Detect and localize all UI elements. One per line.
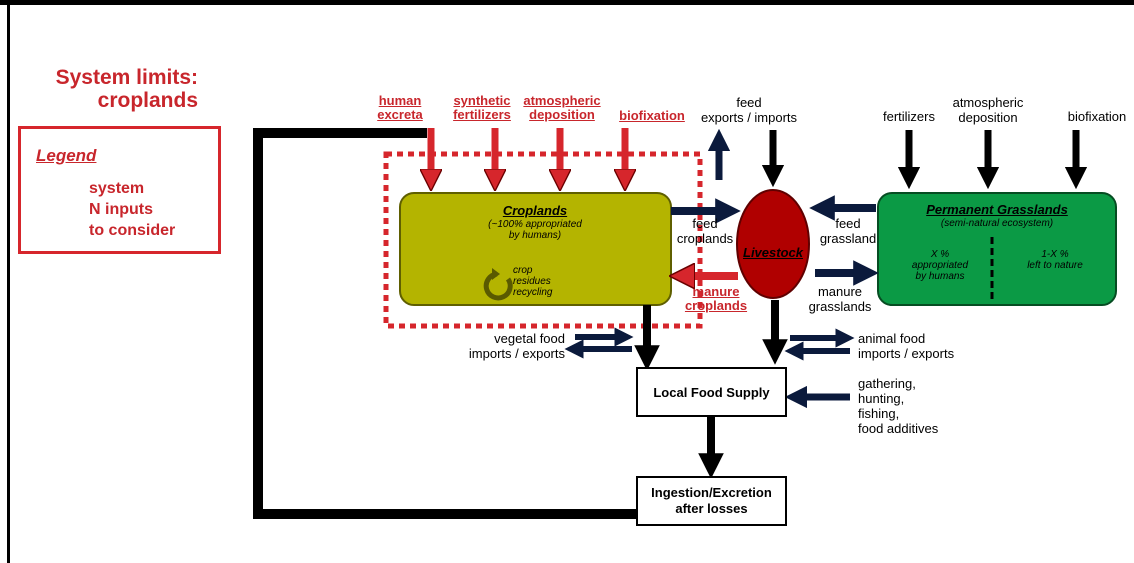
grasslands-subtitle: (semi-natural ecosystem) [940,218,1054,229]
flow-line: gathering, [858,376,916,391]
croplands-sub-line: (~100% appropriated [488,219,582,230]
grassland-input-biofixation: biofixation [1062,109,1132,125]
frame-top-border [0,0,1134,5]
legend-box: Legend system N inputs to consider [18,126,221,254]
feed-trade-line: feed [736,95,762,110]
grassland-input-fertilizers: fertilizers [854,109,964,125]
system-limits-title: System limits: croplands [22,66,198,112]
feed-trade-label: feed exports / imports [694,95,804,126]
recycle-icon [483,268,513,301]
flow-line: feed [835,216,861,231]
flow-line: hunting, [858,390,905,406]
input-label-line: deposition [529,107,595,123]
flow-line: vegetal food [494,331,565,346]
croplands-sub-line: by humans) [508,230,562,241]
flow-line: imports / exports [468,345,565,361]
manure-croplands-label: manure croplands [676,284,756,314]
grassland-input-line: fertilizers [882,109,935,124]
legend-line2: N inputs [89,200,153,218]
croplands-box [399,192,672,306]
grasslands-box [877,192,1117,306]
input-label-line: synthetic [453,93,511,108]
input-label-line: human [378,93,422,108]
vegetal-food-label: vegetal food imports / exports [445,331,565,362]
input-label-line: fertilizers [453,107,511,123]
flow-line: grassland [819,230,877,246]
input-label-line: atmospheric [523,93,601,108]
grasslands-title: Permanent Grasslands [926,202,1068,217]
local-food-supply-label: Local Food Supply [653,384,770,400]
manure-grasslands-label: manure grasslands [800,284,880,315]
crop-residues-label: crop residues recycling [513,265,552,298]
animal-food-label: animal food imports / exports [858,331,955,362]
flow-line: feed [692,216,718,231]
livestock-label: Livestock [743,245,803,260]
ingestion-box: Ingestion/Excretion after losses [636,476,787,526]
flow-line: manure [817,284,863,299]
ingestion-line2: after losses [675,501,748,516]
input-label-line: biofixation [619,108,685,123]
grasslands-left-line: appropriated [911,260,969,271]
feed-trade-line: exports / imports [700,109,798,125]
recycle-line: residues [513,276,551,287]
flow-line: animal food [858,331,926,346]
grasslands-left-line: X % [930,249,950,260]
input-label-biofixation: biofixation [612,108,692,123]
flow-line: imports / exports [858,345,955,361]
grassland-input-deposition: atmospheric deposition [943,95,1033,126]
gathering-label: gathering, hunting, fishing, food additi… [858,376,939,437]
local-food-supply-box: Local Food Supply [636,367,787,417]
flow-line: croplands [684,298,748,314]
input-label-human-excreta: human excreta [370,93,430,123]
livestock-node [736,189,810,299]
grasslands-right-line: 1-X % [1041,249,1069,260]
flow-line: food additives [858,420,939,436]
excreta-loop-line [253,128,637,519]
grasslands-nature: 1-X % left to nature [1005,249,1105,271]
grassland-input-line: atmospheric [952,95,1024,110]
legend-line1: system [89,180,145,197]
frame-left-border [7,0,10,563]
grassland-input-line: biofixation [1067,109,1127,124]
system-boundary [383,151,703,329]
croplands-subtitle: (~100% appropriated by humans) [455,219,615,241]
flow-line: fishing, [858,405,900,421]
ingestion-line1: Ingestion/Excretion [651,485,772,501]
feed-grassland-label: feed grassland [808,216,888,247]
grasslands-appropriated: X % appropriated by humans [895,249,985,282]
flow-line: croplands [676,230,734,246]
legend-title: Legend [36,146,97,165]
input-label-atmospheric-deposition: atmospheric deposition [522,93,602,123]
flow-line: grasslands [808,298,872,314]
recycle-line: crop [513,265,533,276]
title-line1: System limits: [55,66,198,89]
recycle-line: recycling [513,287,553,298]
input-label-synthetic-fertilizers: synthetic fertilizers [447,93,517,123]
grasslands-left-line: by humans [915,271,965,282]
flow-line: manure [692,284,740,299]
title-line2: croplands [97,89,198,113]
croplands-title: Croplands [502,203,568,218]
legend-line3: to consider [89,221,176,239]
grasslands-right-line: left to nature [1027,260,1083,271]
legend-text: system N inputs to consider [89,179,175,241]
feed-croplands-label: feed croplands [665,216,745,247]
grassland-input-line: deposition [958,109,1018,125]
input-label-line: excreta [377,107,423,123]
